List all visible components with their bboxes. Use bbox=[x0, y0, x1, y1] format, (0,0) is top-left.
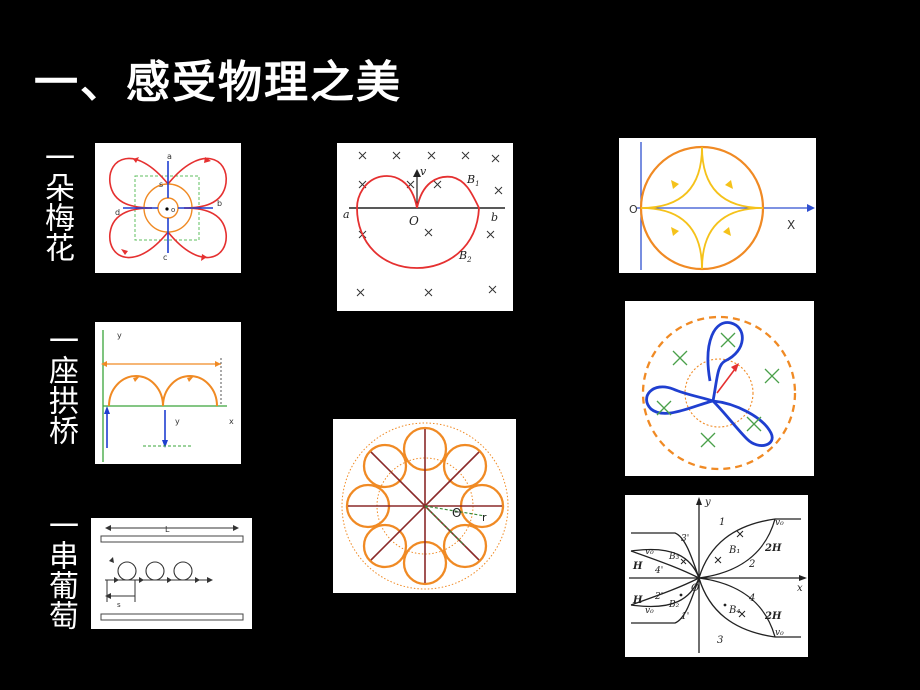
cardioid-label-b2-sub: 2 bbox=[466, 256, 472, 264]
petals-label-2: 2 bbox=[748, 559, 755, 570]
petals-label-v0-lower-right: v₀ bbox=[775, 628, 784, 638]
grapes-diagram: L s bbox=[91, 518, 252, 629]
cardioid-label-b2: B bbox=[458, 249, 467, 262]
cardioid-label-b1-sub: 1 bbox=[475, 180, 479, 188]
petals-label-1-prime: 1' bbox=[681, 612, 689, 622]
label-plum-flower: 一朵梅花 bbox=[39, 142, 74, 262]
flower-label-d: d bbox=[115, 208, 120, 217]
label-grape-bunch: 一串葡萄 bbox=[43, 510, 78, 630]
flower-label-b: b bbox=[217, 199, 222, 208]
rosette-label-theta: Θ bbox=[452, 506, 461, 520]
petals-label-3-prime: 3' bbox=[681, 534, 689, 544]
cardioid-label-b1: B bbox=[466, 173, 475, 186]
flower-label-o: o bbox=[171, 206, 175, 214]
arch-bridge-diagram: y y x bbox=[95, 322, 241, 464]
petals-label-v0-lower: v₀ bbox=[645, 606, 654, 616]
petals-label-h-lower: H bbox=[632, 595, 643, 606]
petals-label-2h-upper: 2H bbox=[764, 543, 782, 554]
label-arch-bridge: 一座拱桥 bbox=[43, 325, 78, 445]
petals-label-b4: B₄ bbox=[728, 605, 740, 616]
cardioid-label-a: a bbox=[343, 208, 350, 221]
cardioid-label-v: v bbox=[420, 165, 427, 178]
cardioid-label-b: b bbox=[491, 211, 498, 224]
petals-diagram: v₀ v₀ v₀ v₀ H H 2H 2H y x O 1 2 3 4 1' 2… bbox=[625, 495, 808, 657]
astroid-label-origin: O bbox=[629, 203, 638, 216]
svg-text:B1: B1 bbox=[466, 173, 480, 188]
petals-label-y-axis: y bbox=[704, 497, 711, 508]
astroid-label-x: X bbox=[787, 218, 795, 232]
slide-title: 一、感受物理之美 bbox=[34, 57, 402, 108]
rosette-label-r: r bbox=[482, 511, 487, 524]
petals-label-b1: B₁ bbox=[728, 545, 740, 556]
astroid-diagram: O X bbox=[619, 138, 816, 273]
petals-label-x-axis: x bbox=[797, 583, 803, 594]
flower-label-c: c bbox=[163, 253, 167, 262]
petals-label-2h-lower: 2H bbox=[764, 611, 782, 622]
bridge-label-x-axis: x bbox=[229, 417, 234, 426]
cardioid-diagram: v B1 B2 a O b bbox=[337, 143, 513, 311]
petals-label-4-prime: 4' bbox=[654, 566, 663, 576]
cardioid-label-origin: O bbox=[409, 214, 419, 228]
flower-label-a: a bbox=[167, 152, 172, 161]
petals-label-b3: B₃ bbox=[668, 552, 680, 562]
rosette-diagram: Θ r bbox=[333, 419, 516, 593]
petals-label-3: 3 bbox=[717, 635, 723, 646]
petals-label-2-prime: 2' bbox=[654, 592, 663, 602]
grapes-label-s: s bbox=[117, 601, 121, 609]
petals-label-v0-upper-right: v₀ bbox=[775, 518, 784, 528]
flower-label-s: s bbox=[159, 180, 163, 189]
svg-text:B2: B2 bbox=[458, 249, 472, 264]
flower-diagram: a b c d s o bbox=[95, 143, 241, 273]
petals-label-b2: B₂ bbox=[668, 600, 680, 610]
petals-label-origin: O bbox=[691, 583, 699, 594]
petals-label-1: 1 bbox=[719, 517, 725, 528]
petals-label-4: 4 bbox=[748, 593, 755, 604]
bridge-label-y: y bbox=[175, 417, 180, 426]
petals-label-h-upper: H bbox=[632, 561, 643, 572]
bridge-label-y-axis: y bbox=[117, 331, 122, 340]
petals-label-v0-upper: v₀ bbox=[645, 547, 654, 557]
grapes-label-l: L bbox=[165, 525, 170, 534]
clover-diagram bbox=[625, 301, 814, 476]
